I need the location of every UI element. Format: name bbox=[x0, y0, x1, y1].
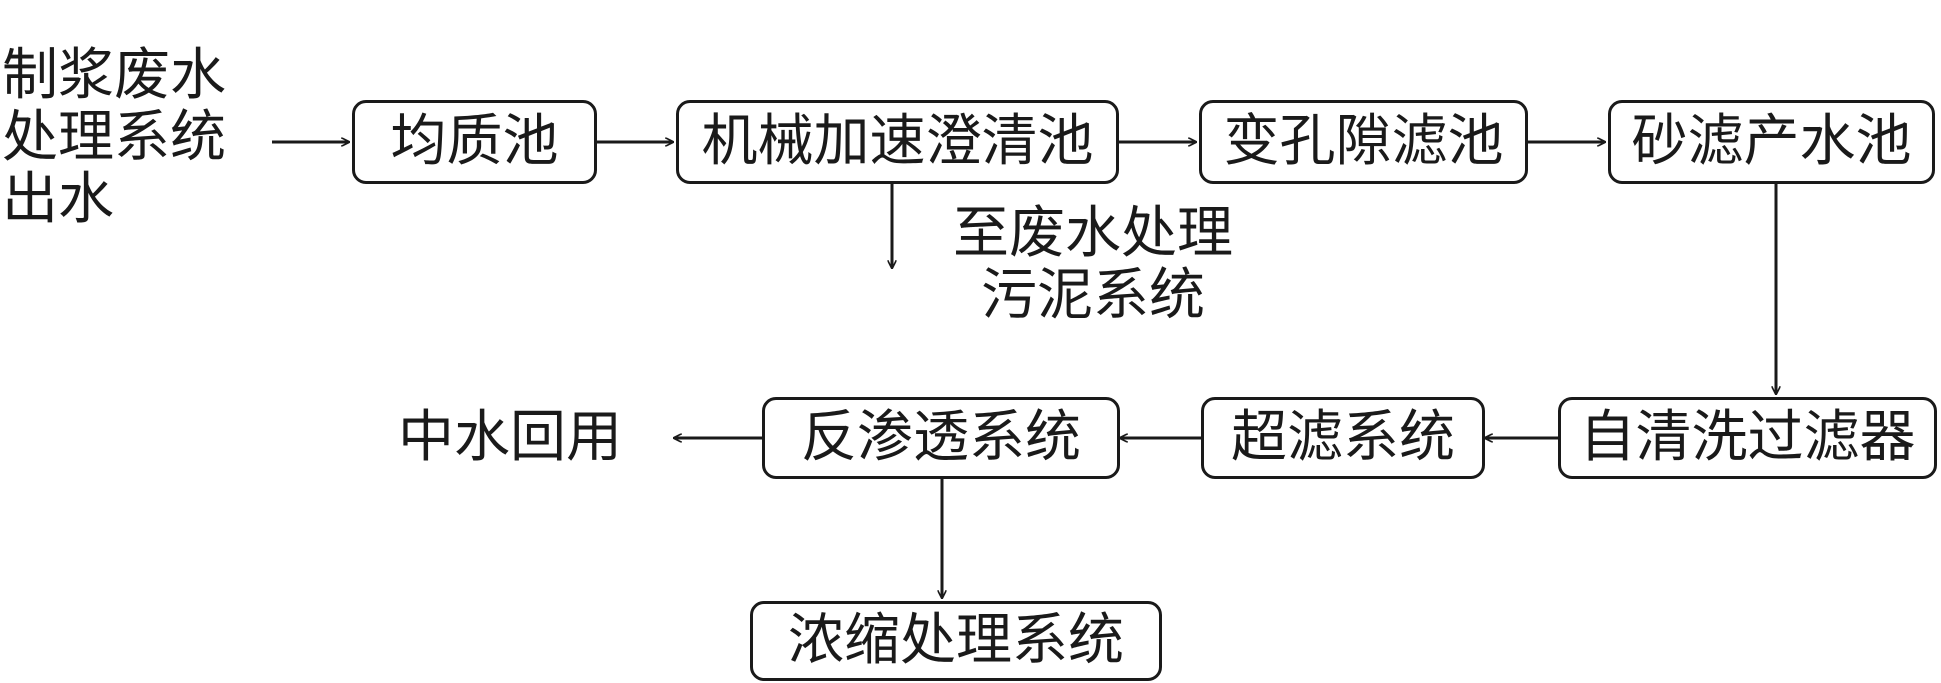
sludge-line-1: 至废水处理 bbox=[953, 201, 1233, 266]
node-homogenizing-tank-label: 均质池 bbox=[390, 109, 559, 174]
node-homogenizing-tank: 均质池 bbox=[352, 100, 597, 184]
sludge-output-label: 至废水处理 污泥系统 bbox=[928, 203, 1258, 327]
node-sand-filter-tank-label: 砂滤产水池 bbox=[1631, 109, 1912, 174]
source-line-3: 出水 bbox=[2, 167, 114, 232]
source-line-2: 处理系统 bbox=[2, 105, 226, 170]
node-ultrafiltration-label: 超滤系统 bbox=[1231, 405, 1455, 470]
node-self-cleaning-filter-label: 自清洗过滤器 bbox=[1579, 405, 1916, 470]
node-concentrate-treatment-label: 浓缩处理系统 bbox=[788, 608, 1124, 673]
node-reverse-osmosis: 反渗透系统 bbox=[762, 397, 1120, 479]
node-variable-pore-filter-label: 变孔隙滤池 bbox=[1223, 109, 1504, 174]
node-reverse-osmosis-label: 反渗透系统 bbox=[801, 405, 1081, 470]
node-variable-pore-filter: 变孔隙滤池 bbox=[1199, 100, 1528, 184]
node-concentrate-treatment: 浓缩处理系统 bbox=[750, 601, 1162, 681]
reuse-label-text: 中水回用 bbox=[398, 405, 622, 470]
reuse-output-label: 中水回用 bbox=[398, 407, 622, 469]
node-ultrafiltration: 超滤系统 bbox=[1201, 397, 1485, 479]
source-line-1: 制浆废水 bbox=[2, 43, 226, 108]
node-mechanical-clarifier: 机械加速澄清池 bbox=[676, 100, 1119, 184]
source-label: 制浆废水 处理系统 出水 bbox=[2, 45, 226, 231]
node-self-cleaning-filter: 自清洗过滤器 bbox=[1558, 397, 1937, 479]
node-mechanical-clarifier-label: 机械加速澄清池 bbox=[701, 109, 1094, 174]
sludge-line-2: 污泥系统 bbox=[981, 263, 1205, 328]
node-sand-filter-tank: 砂滤产水池 bbox=[1608, 100, 1935, 184]
